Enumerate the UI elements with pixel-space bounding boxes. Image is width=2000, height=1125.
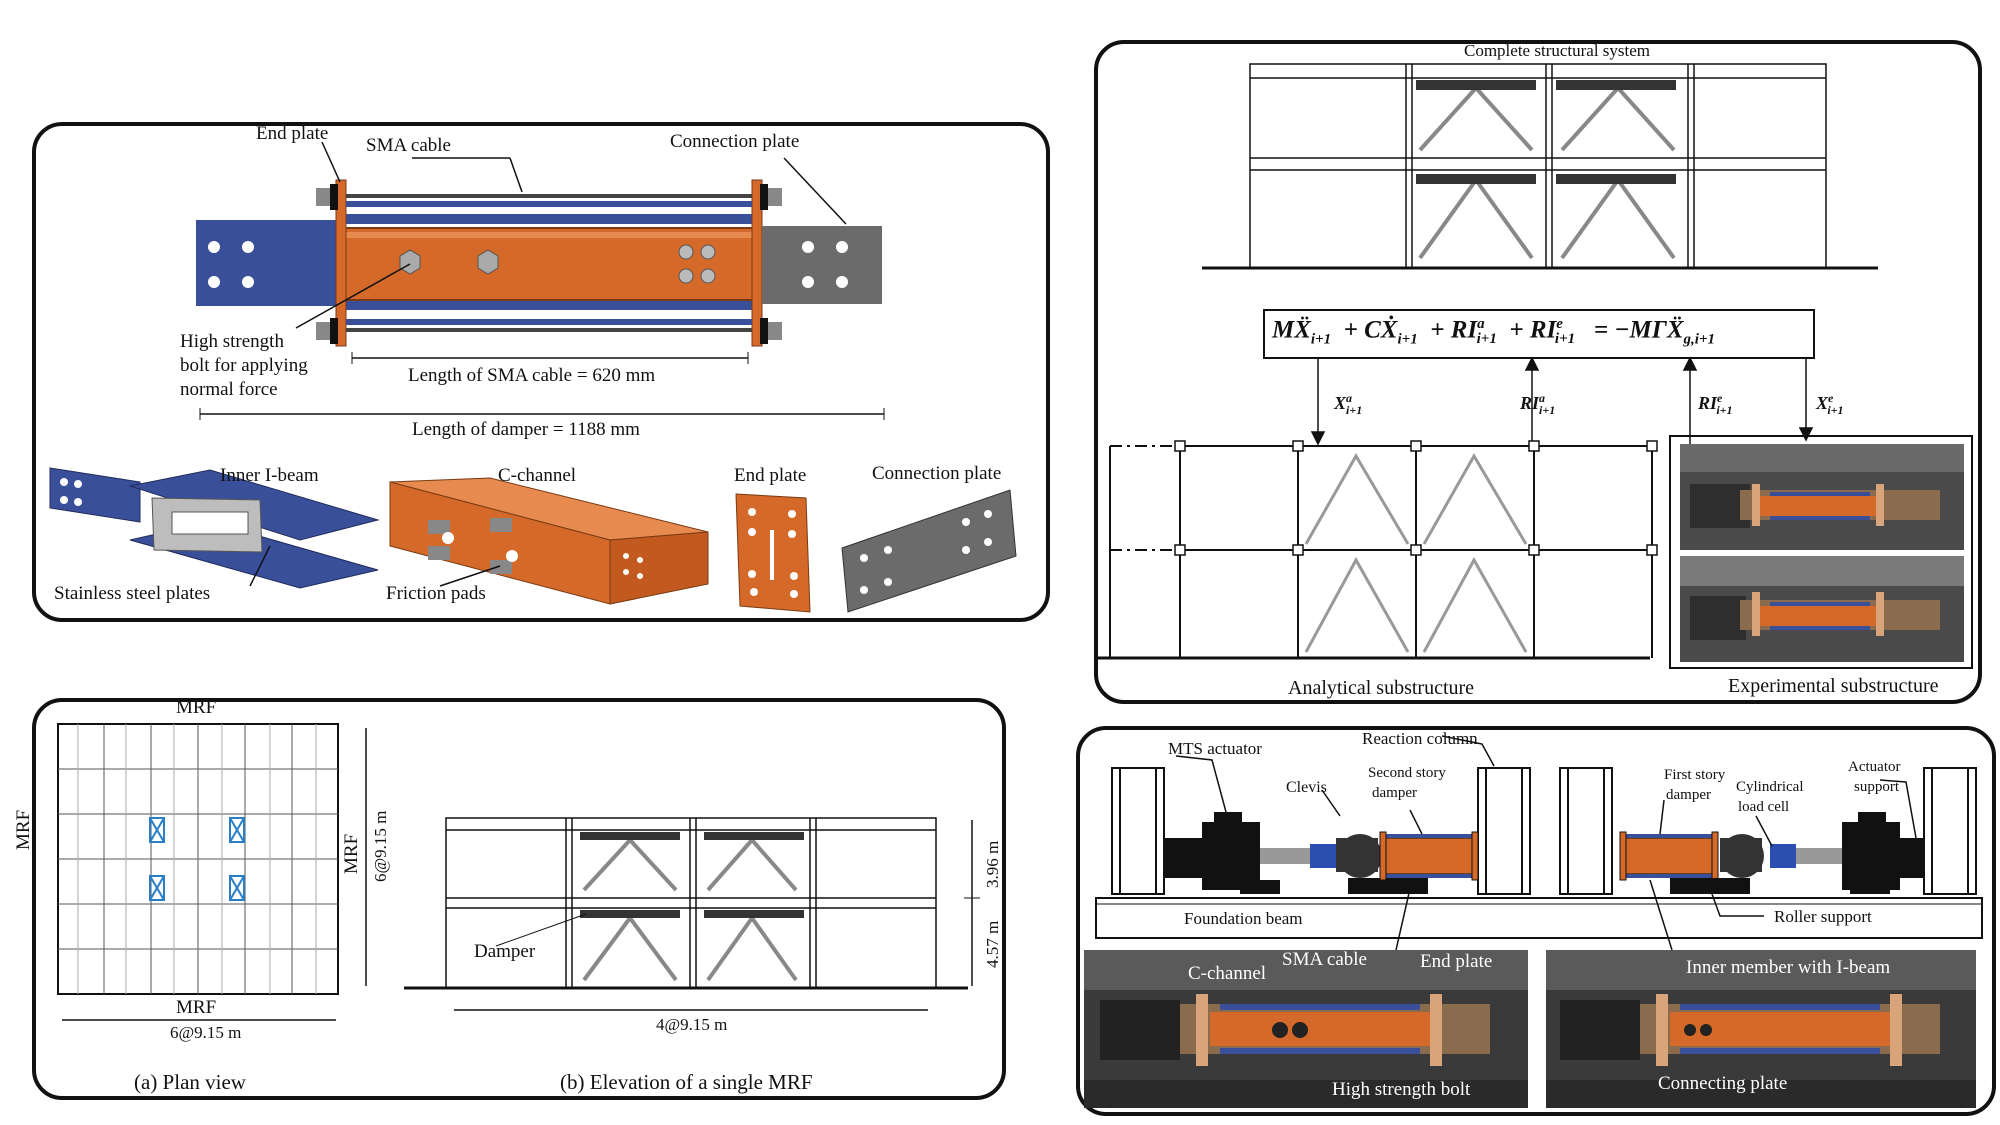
right-actuator xyxy=(1670,812,1924,894)
c-channel-label: C-channel xyxy=(498,465,577,486)
end-plate-label: End plate xyxy=(256,123,329,144)
eq-sub-2: i+1 xyxy=(1397,331,1418,348)
friction-pads-label: Friction pads xyxy=(386,583,486,604)
reaction-column-label: Reaction column xyxy=(1362,729,1478,748)
photo-inner-member-label: Inner member with I-beam xyxy=(1686,957,1891,978)
mts-actuator-label: MTS actuator xyxy=(1168,739,1262,758)
experimental-photo-top xyxy=(1680,444,1964,550)
photo-sma-cable-label: SMA cable xyxy=(1282,949,1367,970)
elevation-frame xyxy=(404,817,968,990)
experimental-photo-bottom xyxy=(1680,556,1964,662)
sma-cable-label: SMA cable xyxy=(366,135,451,156)
connection-plate xyxy=(762,226,882,304)
actuator-support-label-2: support xyxy=(1854,779,1899,795)
eq-sub-4: i+1 xyxy=(1554,331,1576,348)
photo-high-strength-bolt-label: High strength bolt xyxy=(1332,1079,1471,1100)
first-story-label-2: damper xyxy=(1666,787,1711,803)
second-story-label-1: Second story xyxy=(1368,765,1446,781)
eq-sup-e: e xyxy=(1556,316,1563,332)
inner-ibeam-part xyxy=(49,467,141,523)
bolt-label-3: normal force xyxy=(180,379,278,400)
eq-sup-a: a xyxy=(1477,316,1485,332)
elev-damper-label: Damper xyxy=(474,941,536,962)
experimental-substructure-label: Experimental substructure xyxy=(1728,675,1939,697)
arrow-label-rie: RIei+1 xyxy=(1698,391,1733,417)
photo-c-channel-label: C-channel xyxy=(1188,963,1267,984)
end-plate-part-label: End plate xyxy=(734,465,807,486)
stainless-label: Stainless steel plates xyxy=(54,583,211,604)
roller-support-label: Roller support xyxy=(1774,907,1872,926)
eq-analytical-force: + RI xyxy=(1430,316,1478,344)
inner-ibeam-label: Inner I-beam xyxy=(220,465,319,486)
sma-length-label: Length of SMA cable = 620 mm xyxy=(408,365,656,386)
complete-system-title: Complete structural system xyxy=(1464,41,1651,60)
first-story-label-1: First story xyxy=(1664,767,1726,783)
first-story-damper xyxy=(1619,831,1719,881)
building-panel xyxy=(32,698,1006,1100)
photo-end-plate-label: End plate xyxy=(1420,951,1493,972)
inner-ibeam-plate xyxy=(196,220,342,306)
plan-mrf-top: MRF xyxy=(176,697,217,718)
elev-dim: 4@9.15 m xyxy=(656,1015,728,1034)
caption-plan-view: (a) Plan view xyxy=(134,1070,246,1094)
plan-mrf-bottom: MRF xyxy=(176,997,217,1018)
caption-elevation: (b) Elevation of a single MRF xyxy=(560,1070,813,1094)
arrow-label-xe: Xei+1 xyxy=(1816,391,1844,417)
eq-rhs: = −MΓẌ xyxy=(1593,316,1684,344)
connection-plate-part-label: Connection plate xyxy=(872,463,1002,484)
left-actuator xyxy=(1164,812,1428,894)
foundation-beam-label: Foundation beam xyxy=(1184,909,1303,928)
equation-box xyxy=(1263,309,1815,359)
load-cell-label-2: load cell xyxy=(1738,799,1790,815)
load-cell-label-1: Cylindrical xyxy=(1736,779,1804,795)
photo-first-story-damper xyxy=(1546,950,1976,1108)
eq-sub-g: g,i+1 xyxy=(1683,331,1715,348)
equation-of-motion: MẌi+1 + CẊi+1 + RIai+1 + RIei+1 = −MΓẌg,… xyxy=(1272,316,1715,356)
bolt-label-2: bolt for applying xyxy=(180,355,308,376)
photo-connecting-plate-label: Connecting plate xyxy=(1658,1073,1788,1094)
analytical-substructure-label: Analytical substructure xyxy=(1288,677,1475,699)
clevis-label: Clevis xyxy=(1286,779,1327,796)
plan-dim-horizontal: 6@9.15 m xyxy=(170,1023,242,1042)
foundation-beam xyxy=(1095,897,1983,939)
actuator-support-label-1: Actuator xyxy=(1848,759,1901,775)
end-plate-left xyxy=(335,179,347,347)
arrow-label-ria: RIai+1 xyxy=(1520,391,1556,417)
eq-experimental-force: + RI xyxy=(1509,316,1557,344)
second-story-damper xyxy=(1379,831,1479,881)
eq-sub-1: i+1 xyxy=(1310,331,1332,348)
arrow-label-xa: Xai+1 xyxy=(1334,391,1363,417)
plan-view-grid xyxy=(57,723,339,995)
eq-damping-term: + CẊ xyxy=(1343,316,1398,344)
photo-second-story-damper xyxy=(1084,950,1528,1108)
eq-sub-3: i+1 xyxy=(1476,331,1497,348)
bolt-label-1: High strength xyxy=(180,331,284,352)
connection-plate-label: Connection plate xyxy=(670,131,800,152)
second-story-label-2: damper xyxy=(1372,785,1417,801)
damper-length-label: Length of damper = 1188 mm xyxy=(412,419,640,440)
experimental-photo-frame xyxy=(1669,435,1973,669)
eq-mass-term: MẌ xyxy=(1272,316,1311,344)
